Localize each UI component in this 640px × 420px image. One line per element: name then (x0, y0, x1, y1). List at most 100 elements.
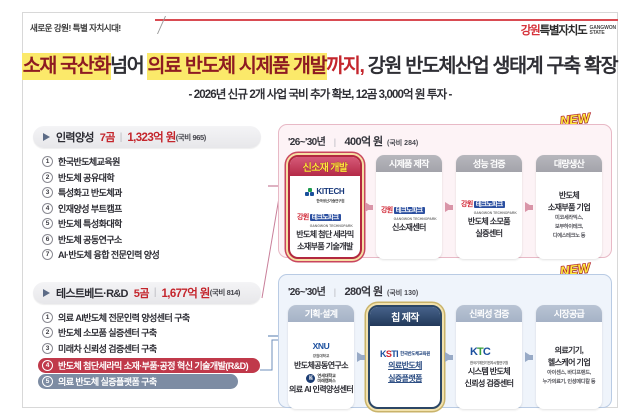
section-header-testbed[interactable]: 테스트베드·R&D 5곰 | 1,677억 원 (국비 814) (33, 281, 261, 304)
node-link-line1[interactable]: 의료반도체 (388, 361, 422, 371)
item-label: 반도체 첨단세라믹 소재·부품·공정 혁신 기술개발(R&D) (58, 360, 249, 371)
item-number: 6 (42, 233, 53, 245)
flow-node-chip-production[interactable]: 칩 제작 KSTI 한국반도체교육원 의료반도체 실증플랫폼 (368, 305, 442, 409)
node-body: KITECH 한국생산기술연구원 강원 테크노파크 GANGWON TECHNO… (290, 176, 360, 257)
node-body: 강원 테크노파크 GANGWON TECHNOPARK 신소재센터 (376, 172, 442, 259)
node-caption: 시제품 제작 (375, 155, 442, 172)
item-number: 5 (42, 218, 53, 230)
title-plain-2: 강원 반도체산업 생태계 구축 확장 (367, 55, 619, 77)
flow-node-planning-design[interactable]: 기획·설계 XNU 강원대학교 반도체공동연구소 延 연세대학교 미래캠퍼스 (288, 305, 355, 409)
item-label: 의료 반도체 실증플랫폼 구축 (58, 377, 157, 387)
flow-node-prototype[interactable]: 시제품 제작 강원 테크노파크 GANGWON TECHNOPARK 신소재센터 (375, 155, 442, 259)
item-number: 3 (42, 187, 53, 199)
flow-node-reliability-test[interactable]: 신뢰성 검증 KTC 한국기계전기전자시험연구원 시스템 반도체 신뢰성 검증센… (455, 305, 522, 409)
yonsei-university-logo: 延 연세대학교 미래캠퍼스 (306, 372, 336, 383)
item-label: 인재양성 부트캠프 (58, 203, 122, 214)
item-label: 의료 AI반도체 전문인력 양성센터 구축 (58, 312, 190, 323)
list-item[interactable]: 3 특성화고 반도체과 (42, 185, 261, 201)
gwtp-tag: 테크노파크 (393, 206, 425, 214)
panel-national-budget: (국비 130) (387, 290, 419, 297)
item-label: 반도체 공동연구소 (58, 234, 122, 245)
xnu-subtitle: 강원대학교 (312, 353, 330, 358)
header-slogan: 새로운 강원! 특별 자치시대! (30, 23, 121, 33)
panel-materials-development: '26~'30년 | 400억 원 (국비 284) 신소재 개발 KITECH… (278, 124, 612, 259)
arrow-icon (357, 352, 366, 362)
node-label-line1: 반도체공동연구소 (293, 360, 349, 370)
gwtp-tag-wrap: 테크노파크 GANGWON TECHNOPARK (393, 199, 437, 221)
logo-korean-text: 강원특별자치도 (521, 22, 588, 38)
node-label-line2: 신뢰성 검증센터 (464, 379, 514, 388)
ksti-ti: TI (391, 349, 399, 360)
node-fine-line3: 디에스테크노 등 (552, 232, 586, 239)
node-label-line1: 시스템 반도체 (467, 367, 511, 376)
section-national-budget: (국비 965) (175, 132, 207, 142)
node-label-line2: 소재부품 기업 (547, 203, 591, 213)
flow-node-performance-test[interactable]: 성능 검증 강원 테크노파크 GANGWON TECHNOPARK 반도체 소모… (455, 155, 522, 259)
triangle-icon (43, 133, 50, 141)
node-body: 강원 테크노파크 GANGWON TECHNOPARK 반도체 소모품 실증센터 (456, 172, 522, 259)
item-number: 2 (42, 327, 53, 339)
node-link-line2[interactable]: 실증플랫폼 (388, 373, 422, 383)
gwtp-english: GANGWON TECHNOPARK (473, 210, 517, 215)
logo-text-special: 특별자치도 (539, 25, 588, 37)
divider: | (333, 137, 337, 147)
panel-amount: 400억 원 (344, 136, 384, 148)
flow-node-mass-production[interactable]: 대량생산 반도체 소재부품 기업 미코세라믹스, 보부하이테크, 디에스테크노 … (535, 155, 603, 259)
divider: | (119, 131, 123, 143)
section-header-workforce[interactable]: 인력양성 7곰 | 1,323억 원 (국비 965) (33, 126, 261, 148)
title-highlight-1: 소재 국산화 (22, 54, 111, 79)
node-body: 반도체 소재부품 기업 미코세라믹스, 보부하이테크, 디에스테크노 등 (536, 172, 602, 259)
node-label-line2: 의료 AI 인력양성센터 (288, 385, 354, 395)
flow-node-market-supply[interactable]: 시장공급 의료기기, 헬스케어 기업 아이센스, 바디프렌드, 누가의료기, 인… (535, 305, 603, 409)
node-body: KTC 한국기계전기전자시험연구원 시스템 반도체 신뢰성 검증센터 (456, 322, 522, 409)
arrow-icon (524, 202, 533, 212)
node-caption: 기획·설계 (288, 305, 355, 322)
panel-amount: 280억 원 (344, 286, 384, 298)
node-caption: 신뢰성 검증 (455, 305, 522, 322)
ksti-s: S (385, 349, 392, 360)
ktc-c: C (482, 346, 491, 358)
node-label-line1: 반도체 (558, 191, 580, 201)
flow-node-new-material-dev[interactable]: 신소재 개발 KITECH 한국생산기술연구원 강원 테크노파크 GANGW (288, 155, 362, 259)
node-caption: 칩 제작 (370, 307, 440, 326)
section-name: 인력양성 (56, 132, 94, 144)
ksti-k: K (379, 349, 386, 360)
yonsei-line1: 연세대학교 (317, 372, 336, 378)
node-label-line2: 소재부품 기술개발 (297, 242, 353, 251)
gangwon-state-logo: 강원특별자치도 GANGWON STATE (521, 22, 616, 38)
arrow-icon (364, 202, 373, 212)
node-label-line1: 의료기기, (554, 345, 584, 355)
panel-period: '26~'30년 (288, 287, 326, 298)
section-amount: 1,323억 원 (127, 132, 176, 144)
node-caption: 대량생산 (535, 155, 603, 172)
list-item[interactable]: 6 반도체 공동연구소 (42, 232, 261, 248)
gwtp-tag-wrap: 테크노파크 GANGWON TECHNOPARK (309, 206, 353, 228)
node-fine-line2: 누가의료기, 인성메디칼 등 (542, 378, 596, 385)
node-label-line1: 반도체 소모품 (467, 216, 511, 226)
gwtp-korean: 강원 (461, 200, 473, 208)
gangwon-technopark-logo: 강원 테크노파크 GANGWON TECHNOPARK (381, 199, 437, 221)
item-label: 반도체 소모품 실증센터 구축 (58, 328, 157, 339)
node-fine-line1: 아이센스, 바디프렌드, (547, 369, 591, 376)
section-count: 5곰 (133, 287, 150, 300)
node-label-line1: 반도체 첨단 세라믹 (296, 230, 354, 239)
node-fine-line1: 미코세라믹스, (554, 215, 583, 222)
kangwon-university-logo: XNU 강원대학교 (313, 336, 330, 359)
kitech-logo: KITECH 한국생산기술연구원 (305, 181, 345, 204)
list-item[interactable]: 2 반도체 소모품 실증센터 구축 (42, 325, 261, 341)
panel-national-budget: (국비 284) (387, 140, 419, 147)
gwtp-english: GANGWON TECHNOPARK (309, 224, 353, 228)
item-label: 특성화고 반도체과 (58, 188, 122, 199)
